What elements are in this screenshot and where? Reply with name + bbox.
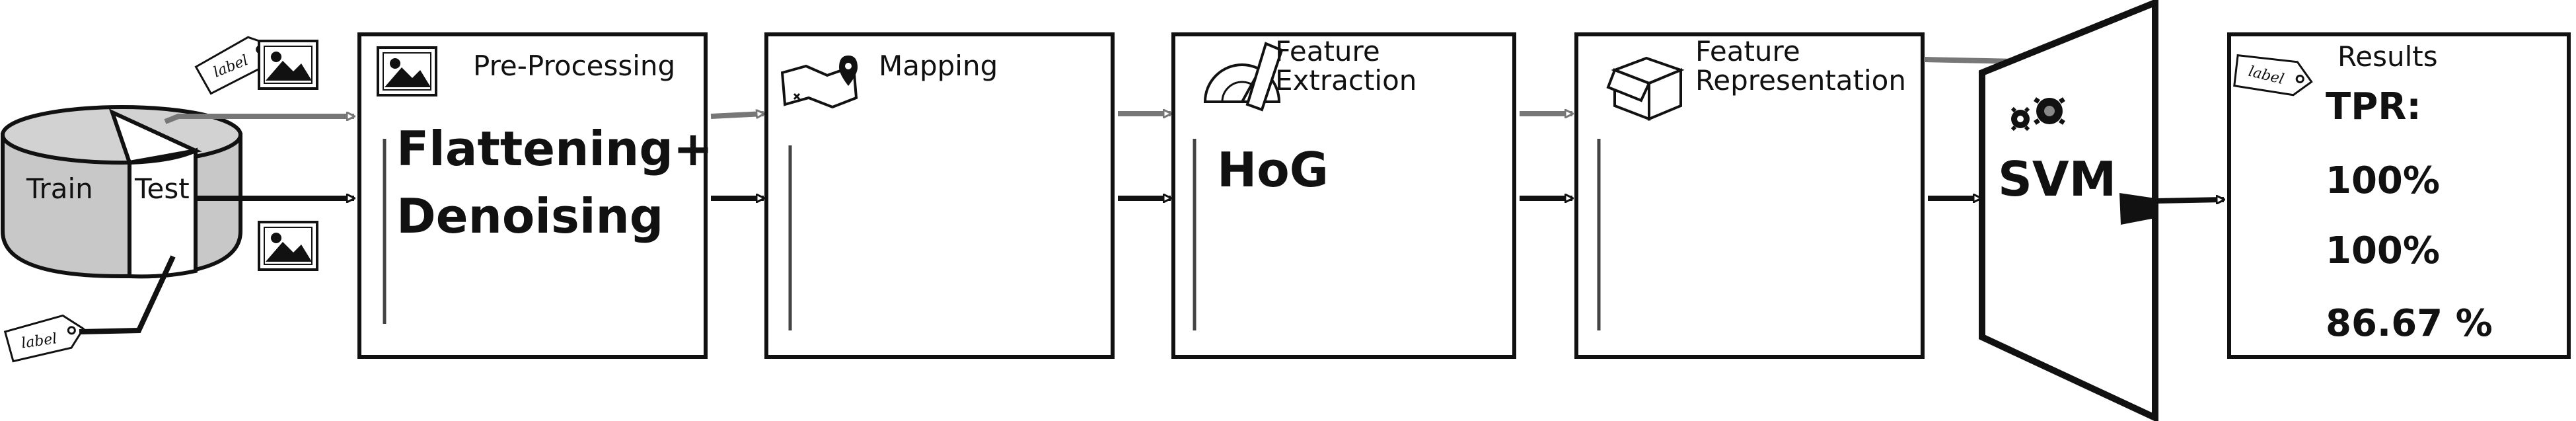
stage-heading: Extraction — [1275, 64, 1417, 96]
results-heading: Results — [2337, 40, 2438, 73]
stage-pre-processing: Pre-Processing Flattening+ Denoising — [357, 32, 713, 359]
stage-heading: Feature — [1695, 35, 1800, 67]
image-icon-top — [258, 40, 318, 90]
protractor-icon — [1203, 42, 1284, 112]
dataset-cylinder: Train Test — [1, 105, 242, 279]
results-panel: label Results TPR: 100% 100% 86.67 % — [2227, 32, 2571, 359]
test-label-connector — [79, 255, 176, 334]
image-icon-bottom — [258, 221, 318, 271]
flow-arrow — [2156, 200, 2224, 201]
image-icon — [377, 46, 437, 96]
map-pin-icon — [780, 56, 858, 109]
classifier-label: SVM — [1998, 151, 2116, 207]
train-flow-arrow — [164, 116, 354, 124]
label-tag-bottom-icon: label — [3, 312, 88, 363]
test-label: Test — [134, 172, 190, 205]
stage-heading: Pre-Processing — [473, 50, 675, 82]
stage-heading: Representation — [1695, 64, 1906, 96]
label-tag-icon: label — [2229, 46, 2316, 105]
train-label: Train — [26, 172, 93, 205]
stage-body-line: Denoising — [396, 188, 663, 244]
stage-body-line: Flattening+ — [396, 121, 713, 176]
open-box-icon — [1606, 56, 1685, 121]
stage-heading: Mapping — [879, 50, 998, 82]
result-line: 86.67 % — [2326, 302, 2493, 345]
gear-icon — [2010, 97, 2065, 132]
result-line: TPR: — [2326, 85, 2421, 128]
stage-body-line: HoG — [1217, 142, 1329, 198]
stage-heading: Feature — [1275, 35, 1380, 67]
stage-feature-extraction: Feature Extraction HoG — [1171, 32, 1516, 359]
result-line: 100% — [2326, 229, 2440, 272]
stage-feature-representation: Feature Representation — [1574, 32, 1925, 359]
result-line: 100% — [2326, 159, 2440, 202]
svm-classifier: SVM — [1979, 0, 2158, 421]
flow-arrow-gray — [710, 114, 764, 119]
label-tag-top-icon: label — [192, 29, 281, 96]
stage-mapping: Mapping — [764, 32, 1115, 359]
